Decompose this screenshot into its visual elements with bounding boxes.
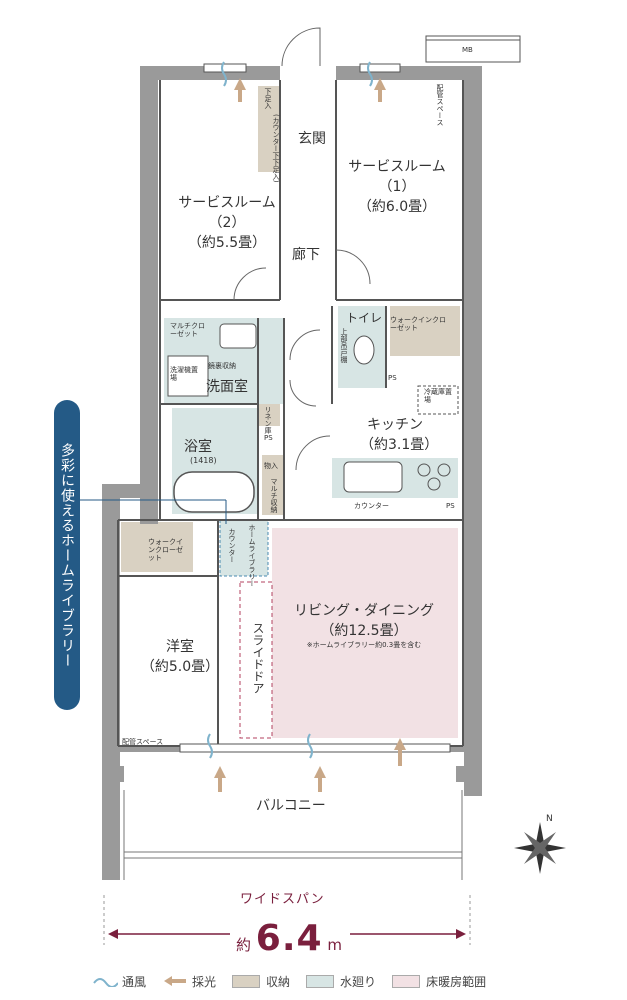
counter-label: カウンター xyxy=(354,502,389,510)
floor-heating-area xyxy=(272,528,458,738)
washbasin xyxy=(219,323,257,349)
fridge-label: 冷蔵庫置場 xyxy=(424,388,452,404)
multi-closet-label: マルチクローゼット xyxy=(170,322,205,338)
kitchen-size: （約3.1畳） xyxy=(360,437,439,453)
bath-size-label: (1418) xyxy=(190,456,217,465)
arrow-left-icon xyxy=(108,929,118,939)
stove-burner-icon xyxy=(427,477,441,491)
slide-door-label: スライドドア xyxy=(251,622,265,694)
toilet-label: トイレ xyxy=(346,311,383,325)
western-room-label: 洋室 （約5.0畳） xyxy=(140,636,220,676)
kitchen-name: キッチン xyxy=(367,417,423,433)
storage-area-monoire xyxy=(262,455,284,515)
western-room-name: 洋室 xyxy=(166,639,194,655)
legend-item-storage: 収納 xyxy=(232,973,290,990)
home-library-callout: 多彩に使えるホームライブラリー xyxy=(54,400,80,710)
wide-span-unit: m xyxy=(327,936,342,954)
upper-shelf-label: 上部吊戸棚 xyxy=(340,328,348,363)
service-room-1-name: サービスルーム xyxy=(348,159,446,175)
exterior-walls xyxy=(102,66,482,880)
stove-burner-icon xyxy=(437,463,451,477)
service-room-2-num: （2） xyxy=(208,215,246,231)
wide-span-prefix: 約 xyxy=(236,936,252,954)
wide-span-number: 6.4 xyxy=(255,918,323,959)
entrance-label: 玄関 xyxy=(298,131,326,147)
multi-storage-label: マルチ収納 xyxy=(270,478,278,513)
living-name: リビング・ダイニング xyxy=(294,603,434,619)
storage-area-shoe xyxy=(258,86,280,172)
door-swings xyxy=(233,27,371,471)
washing-machine-label: 洗濯機置場 xyxy=(170,366,198,382)
ps-label-1: PS xyxy=(388,374,397,382)
home-library-label: ホームライブラリー xyxy=(248,524,256,587)
legend-swatch-floor-heating xyxy=(392,974,421,988)
service-room-1-num: （1） xyxy=(378,179,416,195)
light-arrow-icon xyxy=(214,78,406,792)
pipe-space-bottom-label: 配管スペース xyxy=(122,738,164,746)
service-room-1-size: （約6.0畳） xyxy=(357,199,437,215)
living-note: ※ホームライブラリー約0.3畳を含む xyxy=(306,641,422,649)
washing-machine xyxy=(167,355,209,397)
legend-item-water: 水廻り xyxy=(306,973,376,990)
toilet-bowl xyxy=(353,335,375,365)
bathroom-label: 浴室 xyxy=(184,439,212,455)
washroom-label: 洗面室 xyxy=(206,379,248,395)
storage-monoire-label: 物入 xyxy=(264,462,278,470)
kitchen-label: キッチン （約3.1畳） xyxy=(360,414,439,454)
legend-swatch-water xyxy=(306,974,335,988)
storage-area-linen xyxy=(258,404,280,426)
storage-area-wic-top xyxy=(390,306,460,356)
stove-burner-icon xyxy=(417,463,431,477)
legend-label-water: 水廻り xyxy=(340,974,377,989)
counter-vert-label: カウンター xyxy=(228,528,236,563)
service-room-1-label: サービスルーム （1） （約6.0畳） xyxy=(342,156,452,216)
legend-swatch-storage xyxy=(232,974,261,988)
home-library-area xyxy=(219,519,269,577)
fridge-space xyxy=(417,385,459,415)
legend: 通風 採光 収納 水廻り 床暖房範囲 xyxy=(92,970,502,992)
western-room-size: （約5.0畳） xyxy=(140,659,220,675)
legend-item-wind: 通風 xyxy=(92,973,146,990)
counter-shoe-label: (カウンター下下足入) xyxy=(272,114,280,183)
living-label: リビング・ダイニング （約12.5畳） ※ホームライブラリー約0.3畳を含む xyxy=(284,600,444,650)
sink xyxy=(343,461,403,493)
pipe-space-top-label: 配管スペース xyxy=(436,84,444,126)
legend-item-floor-heating: 床暖房範囲 xyxy=(392,973,486,990)
service-room-2-label: サービスルーム （2） （約5.5畳） xyxy=(172,192,282,252)
shoe-storage-label: 下足入 xyxy=(264,88,272,109)
arrow-right-icon xyxy=(456,929,466,939)
balcony-rail xyxy=(123,790,463,880)
legend-item-light: 採光 xyxy=(162,973,216,990)
linen-shelf-label: リネン庫 xyxy=(264,406,272,434)
wide-span-value: 約 6.4 m xyxy=(236,918,342,959)
legend-label-wind: 通風 xyxy=(122,974,147,989)
light-arrow-icon xyxy=(164,976,187,986)
living-size: （約12.5畳） xyxy=(320,623,408,639)
legend-label-floor-heating: 床暖房範囲 xyxy=(426,974,487,989)
ps-label-3: PS xyxy=(446,502,455,510)
legend-label-light: 採光 xyxy=(192,974,217,989)
walk-in-closet-2-label: ウォークインクローゼット xyxy=(148,538,183,562)
wide-span-title: ワイドスパン xyxy=(240,892,325,907)
bathtub xyxy=(173,471,255,513)
compass-icon xyxy=(514,822,566,874)
mirror-storage-label: 鏡裏収納 xyxy=(208,362,236,370)
service-room-2-size: （約5.5畳） xyxy=(187,235,267,251)
storage-area-wic-bottom xyxy=(121,522,193,572)
wind-icon xyxy=(93,978,118,987)
mb-label: MB xyxy=(462,46,473,54)
corridor-label: 廊下 xyxy=(292,247,320,263)
ps-label-2: PS xyxy=(264,434,273,442)
slide-door-area xyxy=(239,581,273,739)
wind-icon xyxy=(207,61,373,759)
balcony-label: バルコニー xyxy=(256,798,326,814)
walk-in-closet-label: ウォークインクローゼット xyxy=(390,316,446,332)
service-room-2-name: サービスルーム xyxy=(178,195,276,211)
legend-label-storage: 収納 xyxy=(266,974,291,989)
compass-north-label: N xyxy=(546,814,553,824)
windows xyxy=(179,63,451,753)
